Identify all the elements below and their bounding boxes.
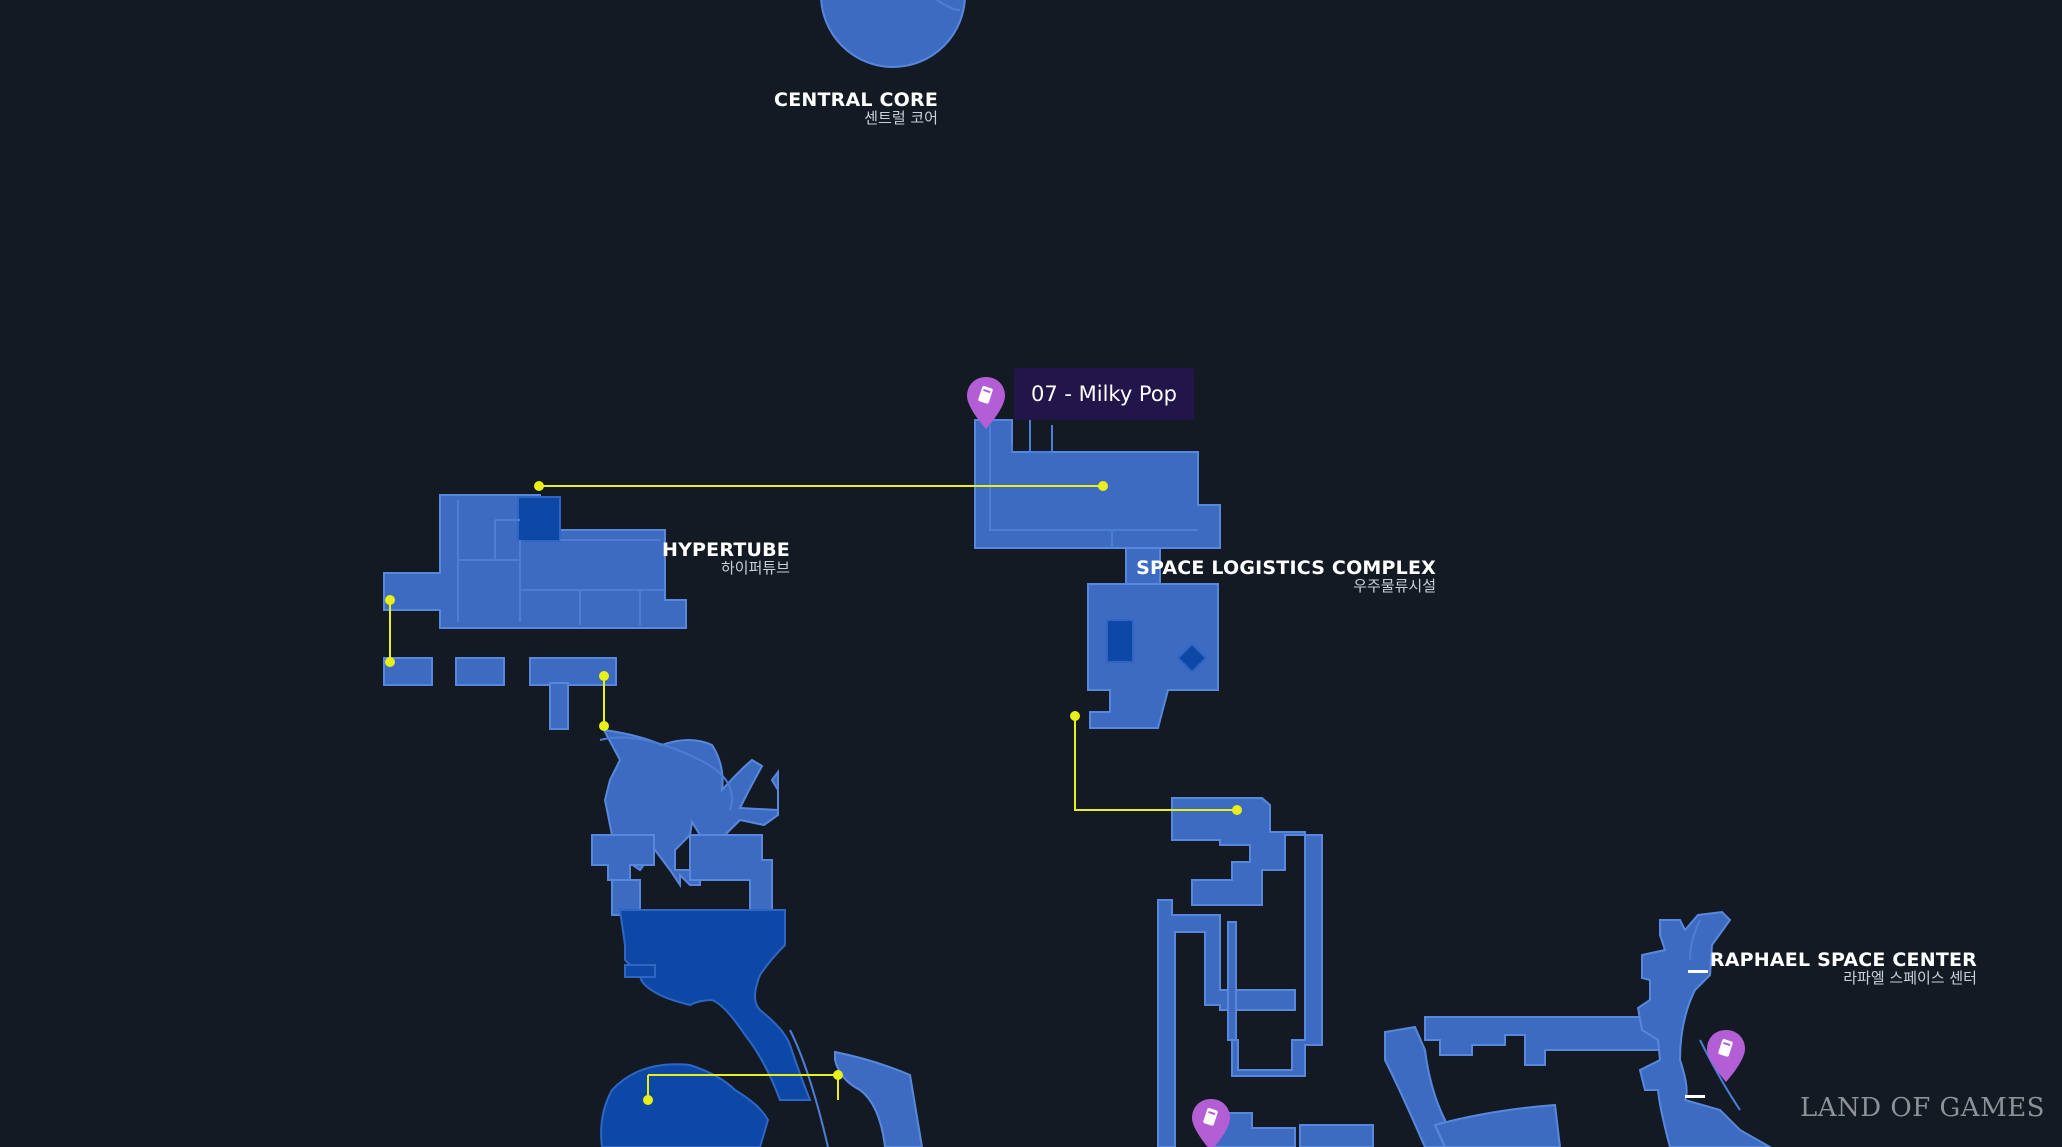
route-lines [389,485,1237,1100]
area-name-korean: 우주물류시설 [1353,576,1436,595]
area-name-korean: 하이퍼튜브 [720,558,790,577]
area-label-raphael: RAPHAEL SPACE CENTER 라파엘 스페이스 센터 [1650,949,1977,987]
marker-bottom[interactable] [1190,1097,1232,1147]
can-icon [978,386,993,404]
hypertube-region[interactable] [383,494,687,730]
area-name: HYPERTUBE [662,539,790,561]
lower-mid-complex[interactable] [1157,797,1374,1147]
lower-left-complex[interactable] [591,728,924,1147]
area-label-hypertube: HYPERTUBE 하이퍼튜브 [600,539,790,577]
raphael-region[interactable] [1384,910,1773,1147]
area-name-korean: 라파엘 스페이스 센터 [1843,968,1977,987]
marker-milky-pop[interactable] [965,375,1007,431]
watermark: LAND OF GAMES [1800,1093,2045,1123]
area-label-space-logistics: SPACE LOGISTICS COMPLEX 우주물류시설 [1100,557,1436,595]
route-nodes[interactable] [385,481,1242,1105]
area-label-central-core: CENTRAL CORE 센트럴 코어 [738,89,938,127]
area-name-korean: 센트럴 코어 [864,108,938,127]
marker-tooltip: 07 - Milky Pop [1014,368,1194,420]
area-name: SPACE LOGISTICS COMPLEX [1136,557,1436,579]
can-icon [1203,1108,1218,1126]
can-icon [1718,1039,1733,1057]
area-name: CENTRAL CORE [774,89,938,111]
space-logistics-region[interactable] [974,419,1221,729]
central-core-region[interactable] [820,0,966,68]
marker-raphael[interactable] [1705,1028,1747,1084]
area-name: RAPHAEL SPACE CENTER [1709,949,1977,971]
